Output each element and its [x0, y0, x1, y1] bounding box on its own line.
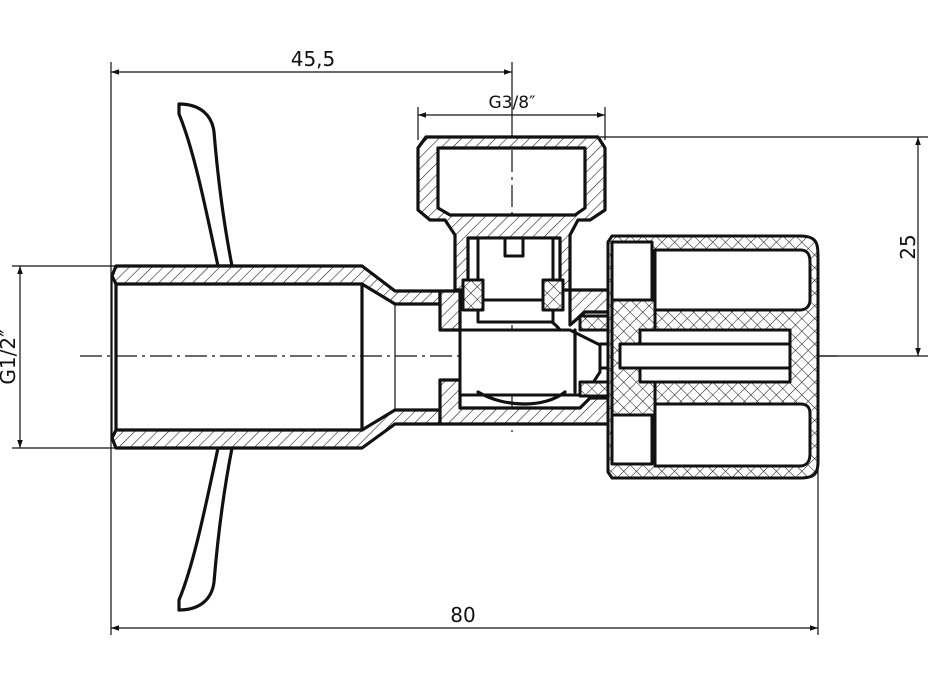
- inlet-pipe: [110, 264, 442, 450]
- valve-cartridge: [461, 236, 565, 324]
- dimension-outlet-thread: G3/8″: [489, 93, 536, 113]
- dimension-inlet-thread: G1/2″: [0, 329, 20, 384]
- dimension-height: 25: [896, 234, 920, 259]
- valve-body: [416, 135, 642, 426]
- escutcheon-rosette: [177, 102, 234, 612]
- dimension-overall-length: 80: [450, 603, 475, 627]
- dimension-top-length: 45,5: [291, 47, 336, 71]
- handle-knob: [606, 234, 820, 480]
- dimension-lines: [12, 62, 928, 635]
